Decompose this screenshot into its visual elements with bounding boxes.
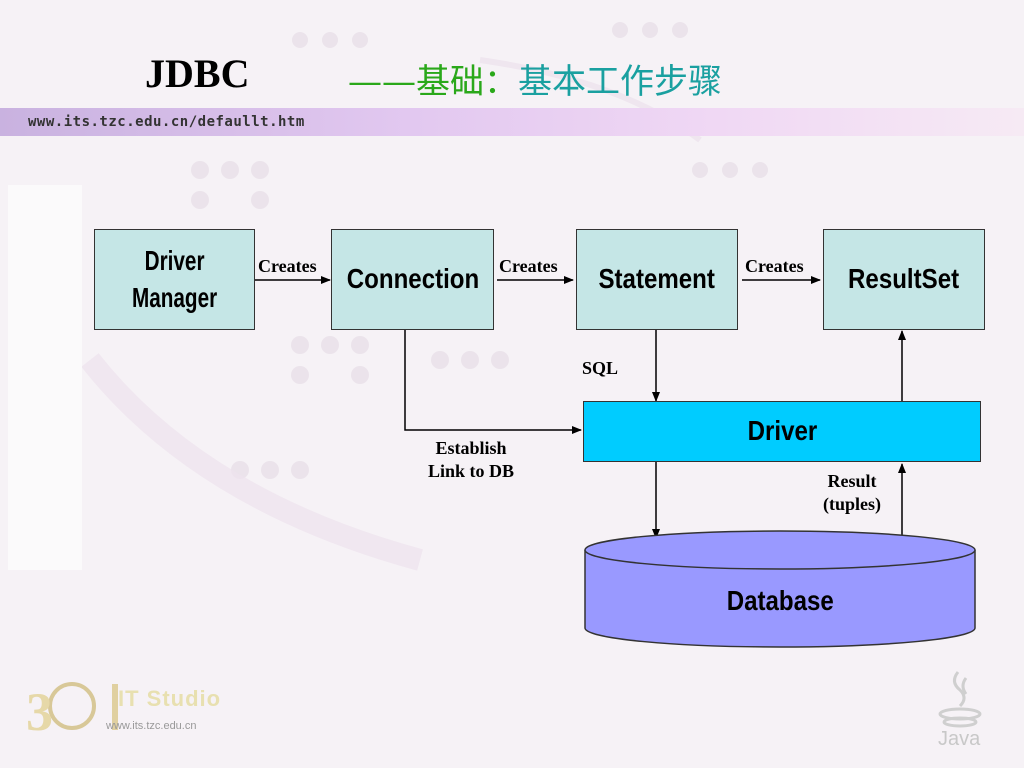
subtitle-dash: —— [348, 62, 416, 102]
connection-box: Connection [331, 229, 494, 330]
sql-label: SQL [582, 358, 619, 378]
resultset-label: ResultSet [848, 263, 960, 295]
driver-label: Driver [747, 415, 817, 447]
creates-label-3: Creates [745, 256, 804, 276]
driver-box: Driver [583, 401, 981, 462]
database-cylinder [584, 530, 976, 648]
database-label-wrap: Database [585, 585, 975, 617]
url-text: www.its.tzc.edu.cn/defaullt.htm [28, 114, 305, 130]
arrow-connection-to-driver [404, 330, 582, 434]
page-subtitle: ——基础：基本工作步骤 [348, 54, 722, 103]
it-studio-logo-icon: 3 [26, 682, 118, 742]
it-studio-logo-url: www.its.tzc.edu.cn [106, 720, 197, 732]
page-title: JDBC [145, 51, 250, 96]
creates-label-1: Creates [258, 256, 317, 276]
creates-label-2: Creates [499, 256, 558, 276]
side-panel [8, 185, 82, 570]
it-studio-logo-text: IT Studio [118, 686, 222, 711]
url-bar: www.its.tzc.edu.cn/defaullt.htm [0, 108, 1024, 136]
resultset-box: ResultSet [823, 229, 985, 330]
result-tuples-label: Result(tuples) [823, 471, 881, 515]
java-logo-icon [938, 671, 982, 728]
database-label: Database [726, 585, 834, 616]
title-row: JDBC ——基础：基本工作步骤 [0, 40, 1024, 110]
subtitle-green: 基础： [416, 62, 518, 102]
subtitle-teal: 基本工作步骤 [518, 62, 722, 102]
connection-label: Connection [346, 263, 479, 295]
java-logo-text: Java [938, 728, 981, 750]
statement-label: Statement [598, 263, 716, 295]
statement-box: Statement [576, 229, 738, 330]
svg-text:3: 3 [26, 682, 53, 742]
